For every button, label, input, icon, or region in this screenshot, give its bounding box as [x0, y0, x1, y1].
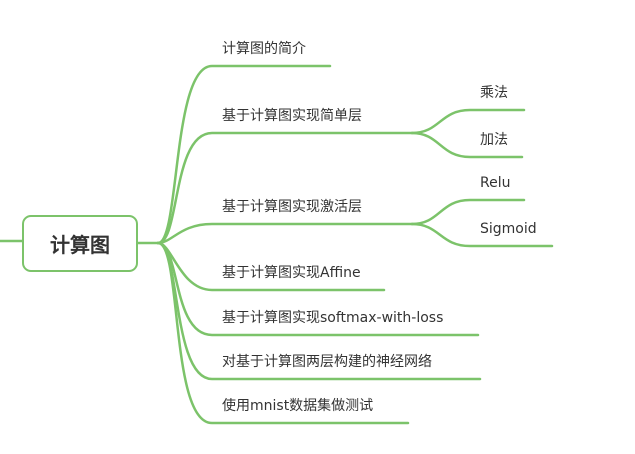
connector-child-add: [410, 131, 524, 159]
connector-branch-3: [156, 222, 414, 245]
child-node-sigmoid[interactable]: Sigmoid: [480, 221, 537, 237]
child-node-multiply[interactable]: 乘法: [480, 85, 508, 101]
connector-branch-7: [156, 241, 410, 425]
connector-child-multiply: [410, 108, 526, 135]
branch-node-2[interactable]: 基于计算图实现简单层: [222, 108, 362, 124]
connector-branch-1: [156, 64, 332, 245]
branch-node-1[interactable]: 计算图的简介: [222, 41, 306, 57]
root-node-label: 计算图: [50, 233, 110, 257]
branch-node-5[interactable]: 基于计算图实现softmax-with-loss: [222, 310, 444, 326]
root-node[interactable]: 计算图: [22, 215, 138, 272]
child-node-add[interactable]: 加法: [480, 132, 508, 148]
branch-node-7[interactable]: 使用mnist数据集做测试: [222, 398, 374, 414]
child-node-relu[interactable]: Relu: [480, 175, 511, 191]
connector-branch-2: [156, 131, 414, 245]
branch-node-4[interactable]: 基于计算图实现Affine: [222, 265, 361, 281]
branch-node-3[interactable]: 基于计算图实现激活层: [222, 199, 362, 215]
connector-child-sigmoid: [410, 222, 554, 248]
branch-node-6[interactable]: 对基于计算图两层构建的神经网络: [222, 354, 432, 370]
connector-child-relu: [410, 198, 526, 226]
